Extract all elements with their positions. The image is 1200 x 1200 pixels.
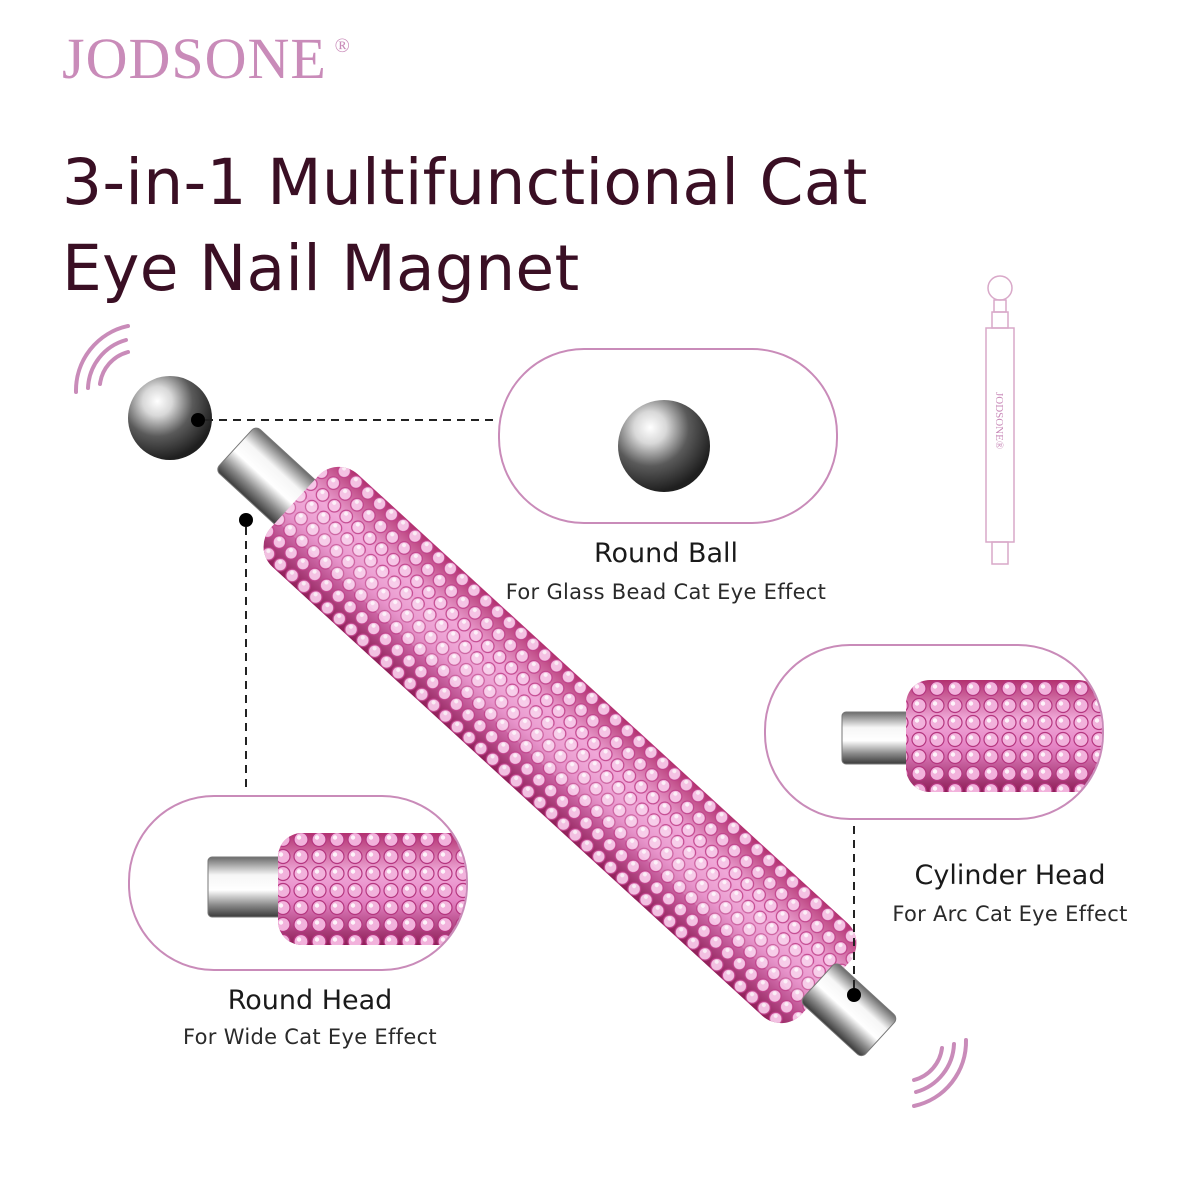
title-line-1: 3-in-1 Multifunctional Cat	[62, 146, 868, 219]
cylinder-head-description: For Arc Cat Eye Effect	[892, 902, 1128, 926]
round-head-pill	[128, 795, 468, 971]
brand-logo: JODSONE ®	[62, 30, 350, 88]
round-ball-title: Round Ball	[593, 538, 739, 569]
cylinder-head-title: Cylinder Head	[914, 860, 1106, 891]
title-line-2: Eye Nail Magnet	[62, 232, 580, 305]
magnetic-wave-icon-top	[73, 324, 130, 394]
magnetic-wave-icon-bottom	[912, 1038, 969, 1108]
round-ball-description: For Glass Bead Cat Eye Effect	[505, 580, 827, 604]
diagram-brand-text: JODSONE®	[993, 392, 1005, 449]
round-ball-pill	[498, 348, 838, 524]
wand-line-diagram: JODSONE®	[985, 275, 1015, 565]
cylinder-head-pill	[764, 644, 1104, 820]
magnet-wand	[217, 427, 897, 1057]
round-ball-closeup	[618, 400, 710, 492]
round-head-title: Round Head	[227, 985, 393, 1016]
round-head-description: For Wide Cat Eye Effect	[183, 1025, 437, 1049]
loose-magnet-ball	[128, 376, 212, 460]
page-title: 3-in-1 Multifunctional Cat Eye Nail Magn…	[62, 140, 1022, 312]
registered-mark: ®	[334, 35, 351, 57]
brand-name: JODSONE	[62, 26, 327, 91]
